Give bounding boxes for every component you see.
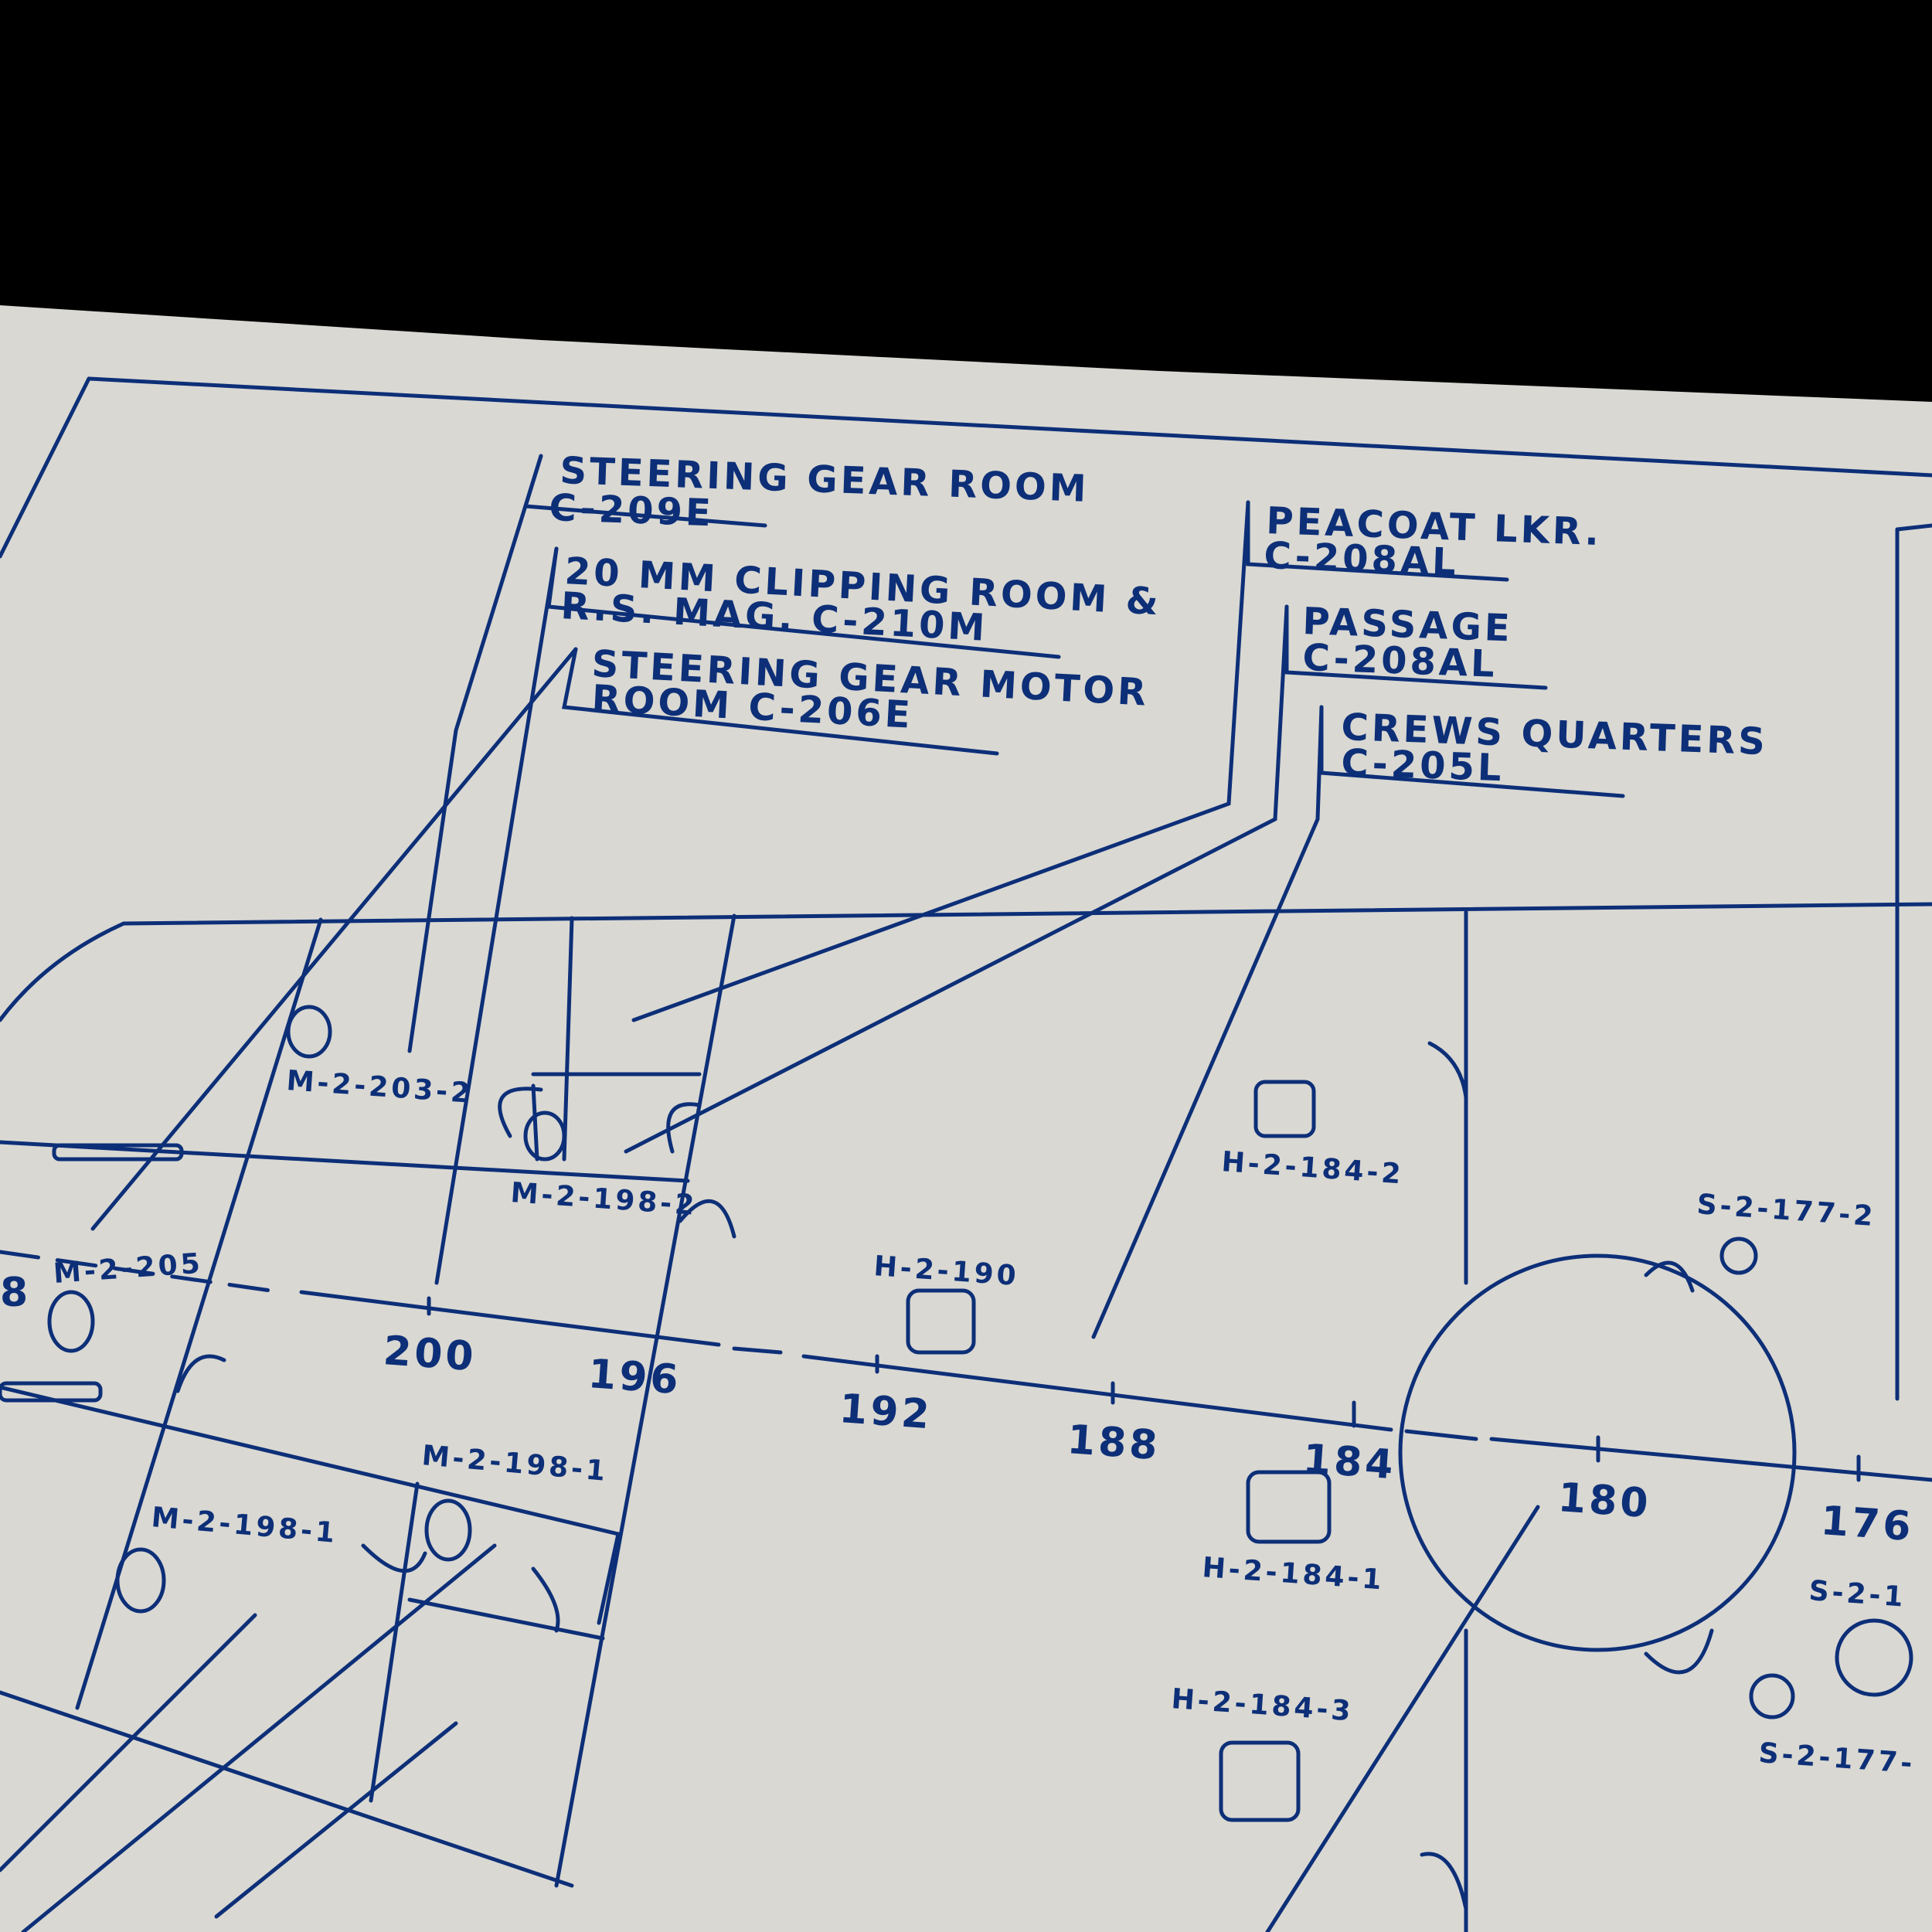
fixture-circle bbox=[1835, 1618, 1913, 1697]
fixture-square bbox=[1219, 1740, 1301, 1822]
door-swing bbox=[1644, 1260, 1695, 1293]
room-name: PASSAGE bbox=[1302, 600, 1514, 650]
door-swing bbox=[175, 1354, 226, 1393]
leader-lower-4 bbox=[1265, 1505, 1540, 1932]
large-circle bbox=[1398, 1253, 1797, 1652]
fixture-circle bbox=[1719, 1236, 1758, 1275]
underline-steering-gear bbox=[522, 454, 767, 528]
door-swing bbox=[1420, 1852, 1468, 1911]
bulkhead-3 bbox=[554, 913, 736, 1888]
frame-number: 196 bbox=[587, 1351, 682, 1403]
fixture-oval bbox=[47, 1290, 95, 1353]
fixture-square bbox=[1253, 1080, 1316, 1138]
frame-number: 176 bbox=[1819, 1498, 1915, 1550]
fixture-label: S-2-1 bbox=[1808, 1575, 1906, 1614]
centerline-dash bbox=[732, 1346, 783, 1355]
frame-number: 192 bbox=[838, 1386, 934, 1438]
bulkhead-8 bbox=[597, 1532, 621, 1625]
leader-lower-1 bbox=[0, 1613, 257, 1872]
fixture-oval bbox=[424, 1498, 472, 1562]
underline-peacoat bbox=[1246, 500, 1509, 582]
fixture-square bbox=[906, 1288, 976, 1355]
fixture-square bbox=[1246, 1470, 1332, 1544]
fixture-oval bbox=[286, 1005, 332, 1059]
door-swing bbox=[531, 1566, 560, 1633]
leader-steering-gear bbox=[407, 454, 543, 1053]
centerline-main bbox=[299, 1290, 721, 1347]
fixture-oval bbox=[523, 1111, 566, 1162]
room-code: C-208AL bbox=[1264, 534, 1460, 584]
leader-lower-2 bbox=[21, 1543, 497, 1932]
outer-border-top bbox=[87, 376, 1932, 478]
frame-number: 184 bbox=[1301, 1436, 1397, 1488]
pipe bbox=[52, 1143, 184, 1162]
centerline-mid bbox=[801, 1354, 1393, 1432]
mid-deck-line bbox=[0, 1140, 690, 1183]
blueprint-sheet bbox=[0, 305, 1932, 1932]
room-code: C-209E bbox=[549, 486, 715, 535]
centerline-dash-2 bbox=[1404, 1429, 1478, 1441]
leader-motor-room bbox=[90, 647, 578, 1231]
bulkhead-7 bbox=[531, 1083, 539, 1162]
frame-number: 188 bbox=[1066, 1417, 1162, 1469]
lower-deck-line bbox=[0, 1385, 621, 1536]
bulkhead-2 bbox=[562, 916, 574, 1162]
leader-peacoat bbox=[631, 500, 1250, 1022]
underline-passage bbox=[1284, 604, 1548, 690]
leader-lower-3 bbox=[214, 1721, 458, 1919]
room-code: C-205L bbox=[1341, 741, 1505, 790]
underline-motor-room bbox=[562, 647, 999, 756]
bulkhead-6 bbox=[369, 1481, 420, 1803]
frame-number: 200 bbox=[382, 1328, 478, 1380]
fixture-circle bbox=[1749, 1673, 1795, 1719]
room-code: C-208AL bbox=[1302, 636, 1498, 686]
stern-curve bbox=[0, 921, 126, 1022]
door-swing bbox=[361, 1543, 427, 1573]
hull-bottom-line bbox=[0, 1690, 574, 1888]
frame-number-group: 8 200 196 192 188 184 180 176 bbox=[0, 1270, 1916, 1550]
door-swing bbox=[1427, 1041, 1468, 1100]
pipe bbox=[0, 1381, 103, 1403]
outer-border-left bbox=[0, 376, 91, 559]
frame-number: 180 bbox=[1556, 1475, 1652, 1527]
centerline-left bbox=[0, 1250, 273, 1293]
drawing-lines bbox=[0, 376, 1932, 1932]
door-swing bbox=[1644, 1628, 1714, 1675]
leader-20mm bbox=[434, 546, 559, 1285]
door-swing bbox=[498, 1087, 543, 1138]
fixture-oval bbox=[115, 1547, 166, 1614]
frame-number: 8 bbox=[0, 1270, 31, 1316]
hull-top-line bbox=[121, 902, 1932, 926]
underline-crews bbox=[1319, 705, 1625, 798]
room-line-a bbox=[407, 1597, 605, 1641]
door-swing bbox=[678, 1199, 736, 1239]
right-frame-bracket bbox=[1895, 523, 1932, 532]
underline-20mm bbox=[546, 546, 1061, 659]
door-swing bbox=[666, 1102, 702, 1154]
leader-passage bbox=[624, 604, 1289, 1154]
